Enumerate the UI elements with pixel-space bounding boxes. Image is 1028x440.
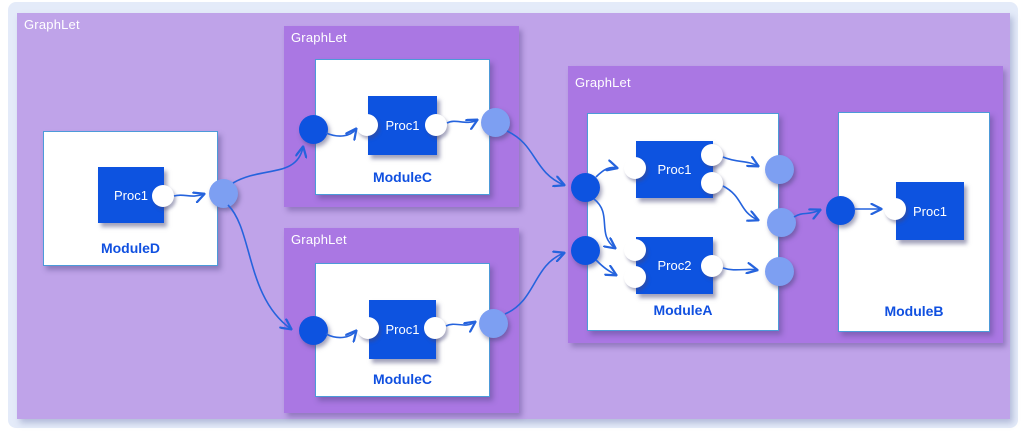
junction-moduleb-in[interactable] xyxy=(826,196,855,225)
module-a-proc1[interactable]: Proc1 xyxy=(636,141,713,198)
graphlet-outer-label: GraphLet xyxy=(24,17,80,32)
port-modulea-proc2-in2[interactable] xyxy=(624,266,646,288)
module-d-proc1-label: Proc1 xyxy=(114,187,148,203)
junction-modulea-out3[interactable] xyxy=(765,257,794,286)
module-c-bottom-proc1-label: Proc1 xyxy=(385,322,420,337)
module-a-proc2-label: Proc2 xyxy=(657,258,692,273)
module-c-top-proc1-label: Proc1 xyxy=(385,118,420,133)
junction-graphlet-top-in[interactable] xyxy=(299,115,328,144)
module-a-label: ModuleA xyxy=(653,302,713,318)
junction-graphlet-bottom-out[interactable] xyxy=(479,309,508,338)
module-a-proc2[interactable]: Proc2 xyxy=(636,237,713,294)
junction-modulea-out1[interactable] xyxy=(765,155,794,184)
port-modulea-proc1-out1[interactable] xyxy=(701,144,723,166)
port-modulec-top-proc1-out[interactable] xyxy=(425,114,447,136)
module-b-label: ModuleB xyxy=(884,303,944,319)
module-d[interactable]: Proc1 ModuleD xyxy=(43,131,218,266)
module-d-label: ModuleD xyxy=(100,240,161,256)
junction-modulea-out2[interactable] xyxy=(767,208,796,237)
port-moduled-proc1-out[interactable] xyxy=(152,185,174,207)
junction-moduled-out[interactable] xyxy=(209,179,238,208)
module-a-proc1-label: Proc1 xyxy=(657,162,692,177)
module-c-bottom-label: ModuleC xyxy=(372,371,433,387)
junction-modulea-in1[interactable] xyxy=(571,173,600,202)
port-modulea-proc2-out[interactable] xyxy=(701,255,723,277)
port-modulea-proc1-in[interactable] xyxy=(624,157,646,179)
module-a[interactable]: Proc1 Proc2 ModuleA xyxy=(587,113,779,331)
port-modulec-top-proc1-in[interactable] xyxy=(356,114,378,136)
port-moduleb-proc1-in[interactable] xyxy=(884,198,906,220)
port-modulec-bottom-proc1-in[interactable] xyxy=(357,317,379,339)
graphlet-right-label: GraphLet xyxy=(575,75,631,90)
port-modulea-proc1-out2[interactable] xyxy=(701,172,723,194)
port-modulec-bottom-proc1-out[interactable] xyxy=(424,317,446,339)
junction-graphlet-top-out[interactable] xyxy=(481,108,510,137)
module-b[interactable]: Proc1 ModuleB xyxy=(838,112,990,332)
module-c-top-label: ModuleC xyxy=(372,169,433,185)
junction-graphlet-bottom-in[interactable] xyxy=(299,316,328,345)
graphlet-top-label: GraphLet xyxy=(291,30,347,45)
port-modulea-proc2-in1[interactable] xyxy=(624,239,646,261)
module-c-bottom[interactable]: Proc1 ModuleC xyxy=(315,263,490,397)
module-c-top[interactable]: Proc1 ModuleC xyxy=(315,59,490,195)
graphlet-bottom-label: GraphLet xyxy=(291,232,347,247)
module-b-proc1-label: Proc1 xyxy=(913,203,947,219)
module-b-proc1[interactable]: Proc1 xyxy=(896,182,964,240)
junction-modulea-in2[interactable] xyxy=(571,236,600,265)
